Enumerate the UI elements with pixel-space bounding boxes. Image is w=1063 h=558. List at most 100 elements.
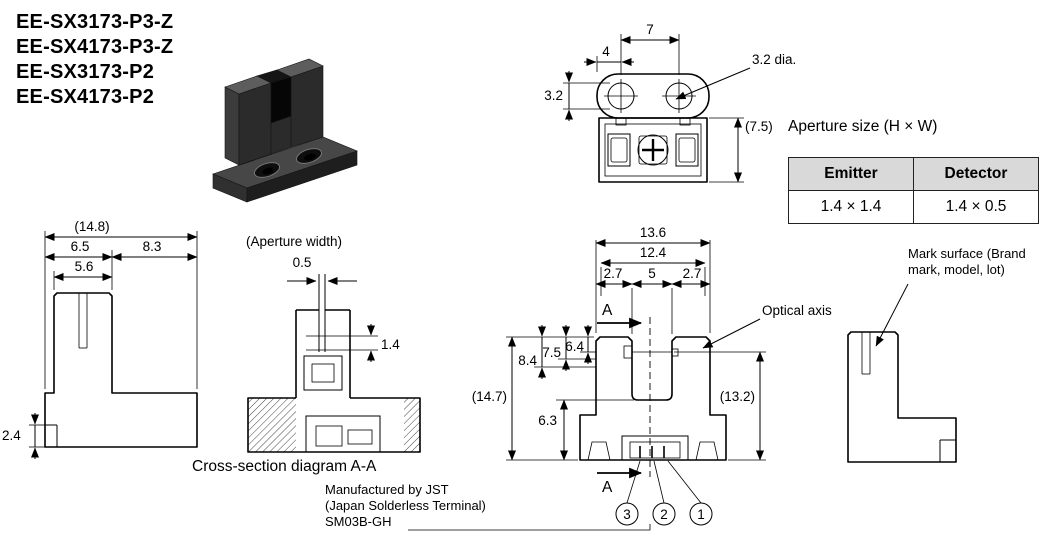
dim-axis-depth-3: 8.4 <box>518 353 537 368</box>
dim-axis-depth-2: 7.5 <box>542 345 561 360</box>
iso-base-front-face <box>246 150 358 203</box>
right-terminal <box>675 133 699 167</box>
table-header-emitter: Emitter <box>788 157 914 191</box>
dim-overall-width: (14.8) <box>74 219 109 234</box>
left-side-outline <box>44 292 198 448</box>
right-side-outline <box>847 331 957 463</box>
optical-axis-callout: Optical axis <box>702 303 832 349</box>
emitter-aperture-value: 1.4 × 1.4 <box>788 190 914 224</box>
top-view-body-inner <box>604 123 702 177</box>
top-notch <box>615 117 627 126</box>
emitter-aperture-mark <box>623 345 633 359</box>
left-side-aperture-lines <box>78 293 88 349</box>
aperture-size-table: Emitter Detector 1.4 × 1.4 1.4 × 0.5 <box>788 157 1039 224</box>
iso-slot-interior <box>270 76 292 124</box>
iso-left-prong-top-face <box>224 75 272 95</box>
detector-aperture-value: 1.4 × 0.5 <box>913 190 1039 224</box>
dim-front-width: 6.5 <box>71 239 90 254</box>
dim-inner-width: 12.4 <box>640 245 667 260</box>
front-view-left-dimensions: 6.4 7.5 8.4 (14.7) 6.3 <box>472 325 634 461</box>
dim-rear-width: 8.3 <box>143 239 162 254</box>
model-name: EE-SX3173-P2 <box>16 61 155 83</box>
section-label-top: A <box>602 302 613 319</box>
aperture-size-title: Aperture size (H × W) <box>788 118 938 135</box>
left-side-lip <box>45 424 58 447</box>
dim-body-depth: (7.5) <box>745 119 773 134</box>
aperture-height-dimension: 1.4 <box>340 324 400 362</box>
section-hatch-left <box>248 398 296 452</box>
dim-aperture-height: 1.4 <box>381 337 400 352</box>
dim-left-wall: 2.7 <box>604 266 623 281</box>
connector-manufacturer-note: Manufactured by JST (Japan Solderless Te… <box>325 482 486 529</box>
hole-dia-note: 3.2 dia. <box>752 52 796 67</box>
front-view-top-dimensions: 13.6 12.4 2.7 5 2.7 <box>595 225 711 334</box>
isometric-view <box>212 58 358 203</box>
dim-hole-spacing: 7 <box>646 22 654 37</box>
screw-cross <box>642 139 664 161</box>
iso-tower-left-face <box>224 86 240 166</box>
callout-number-3: 3 <box>623 507 631 522</box>
mark-surface-leader <box>875 283 909 347</box>
section-inner-component-core <box>311 363 335 383</box>
screw-boss <box>638 135 668 165</box>
callout-circle-2 <box>652 502 676 526</box>
dim-hole-offset: 4 <box>602 44 610 59</box>
section-connector-body <box>315 425 343 447</box>
right-side-aperture-lines <box>861 332 871 375</box>
iso-mounting-hole <box>253 162 281 178</box>
detector-aperture-mark <box>671 348 679 357</box>
right-side-step <box>939 439 956 462</box>
section-label-bottom: A <box>602 479 613 496</box>
dim-overall-height: (14.7) <box>472 389 507 404</box>
model-name: EE-SX4173-P2 <box>16 86 155 108</box>
dim-lip-height: 2.4 <box>2 428 21 443</box>
iso-tower-front-right-prong <box>290 65 324 148</box>
connector-inner <box>629 441 681 459</box>
optical-axis-label: Optical axis <box>762 303 832 318</box>
callout-circle-1 <box>689 502 713 526</box>
dim-aperture-width: 0.5 <box>293 255 312 270</box>
section-connector-cavity <box>305 415 381 453</box>
connector-callouts: 3 2 1 <box>615 460 713 526</box>
cross-section-caption: Cross-section diagram A-A <box>192 458 377 475</box>
section-tower-outline <box>295 309 351 398</box>
iso-tower-front-left-prong <box>238 82 272 166</box>
top-view-body-outline <box>598 117 708 183</box>
left-countersink <box>587 441 611 461</box>
callout-circle-3 <box>615 502 639 526</box>
section-hatch-right <box>404 398 420 452</box>
screw-head <box>637 134 669 166</box>
table-header-detector: Detector <box>913 157 1039 191</box>
aperture-width-label: (Aperture width) <box>246 234 343 249</box>
left-side-view: (14.8) 6.5 8.3 5.6 2.4 <box>2 219 198 459</box>
dim-right-height: (13.2) <box>720 389 755 404</box>
dim-hole-diameter: 3.2 <box>544 88 563 103</box>
model-list: EE-SX3173-P3-Z EE-SX4173-P3-Z EE-SX3173-… <box>16 10 173 110</box>
connector-outline <box>621 435 689 460</box>
dim-overall-width: 13.6 <box>640 225 666 240</box>
right-countersink <box>695 441 719 461</box>
dim-slot-width: 5 <box>648 266 656 281</box>
model-name: EE-SX3173-P3-Z <box>16 11 174 33</box>
jst-leader-line <box>408 524 651 531</box>
callout-number-1: 1 <box>697 507 705 522</box>
right-terminal-inner <box>678 137 696 163</box>
front-view-right-dimension: (13.2) <box>674 351 766 461</box>
section-aperture-marks <box>306 335 340 351</box>
iso-mounting-hole <box>295 148 323 164</box>
dim-axis-depth-1: 6.4 <box>565 339 584 354</box>
top-view: 7 4 3.2 3.2 dia. (7.5) <box>544 22 796 183</box>
dim-tower-width: 5.6 <box>75 259 94 274</box>
top-view-dimensions: 7 4 3.2 3.2 dia. (7.5) <box>544 22 796 183</box>
section-arrow-bottom: A <box>597 467 643 496</box>
front-view: 13.6 12.4 2.7 5 2.7 A A Optical axis <box>408 225 832 531</box>
section-connector-terminal <box>347 429 373 445</box>
left-terminal <box>607 133 631 167</box>
section-slot-lines <box>318 274 326 352</box>
right-side-view <box>847 283 957 463</box>
dim-right-wall: 2.7 <box>683 266 702 281</box>
section-arrow-top: A <box>597 302 643 329</box>
connector-pins <box>639 446 665 458</box>
cross-section-view: 0.5 1.4 <box>247 255 421 453</box>
